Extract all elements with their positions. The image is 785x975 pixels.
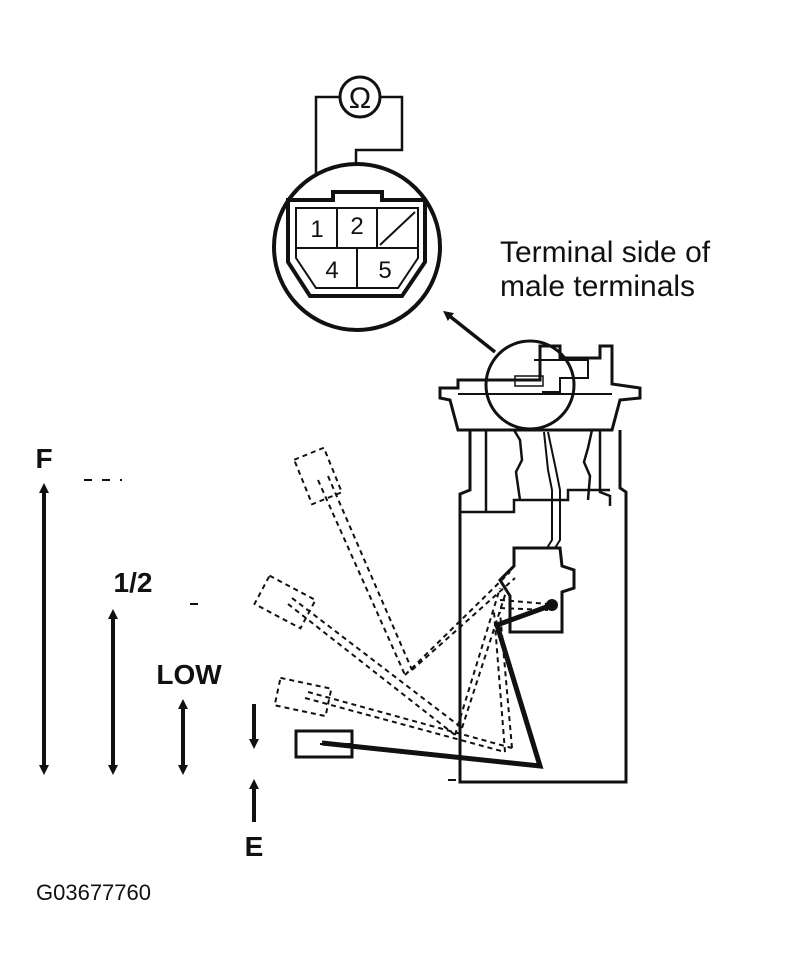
float-ghost-positions <box>253 446 549 753</box>
pump-canister <box>458 496 628 784</box>
callout-line-1: Terminal side of <box>500 236 711 269</box>
level-label-empty: E <box>245 831 264 862</box>
ohmmeter: Ω <box>314 75 404 210</box>
empty-pin-slash <box>379 211 416 246</box>
level-arrows <box>39 483 259 822</box>
level-label-half: 1/2 <box>114 567 153 598</box>
pin-4-label: 4 <box>325 257 338 284</box>
connector-housing <box>286 190 427 298</box>
pump-unit <box>438 339 642 784</box>
probe-lead-left <box>314 95 340 205</box>
float-position-half <box>253 574 317 630</box>
level-label-low: LOW <box>156 659 222 690</box>
callout-line-2: male terminals <box>500 270 695 303</box>
sender-housing <box>498 546 576 634</box>
pump-flange <box>438 344 642 432</box>
level-label-full: F <box>35 443 52 474</box>
float-position-full <box>292 446 344 506</box>
float-position-low <box>273 676 333 718</box>
pin-1-label: 1 <box>310 216 323 243</box>
ohm-symbol: Ω <box>349 82 371 115</box>
pin-2-label: 2 <box>350 213 363 240</box>
connector-location-circle <box>484 339 576 431</box>
connector-magnified: 1 2 4 5 <box>272 162 442 332</box>
magnify-arrow <box>443 310 497 354</box>
level-reference-lines <box>84 479 462 781</box>
connector-inner <box>295 207 419 289</box>
figure-code: G03677760 <box>36 880 151 905</box>
float-arm <box>321 602 553 769</box>
float-empty-position <box>294 602 553 769</box>
pin-5-label: 5 <box>378 257 391 284</box>
